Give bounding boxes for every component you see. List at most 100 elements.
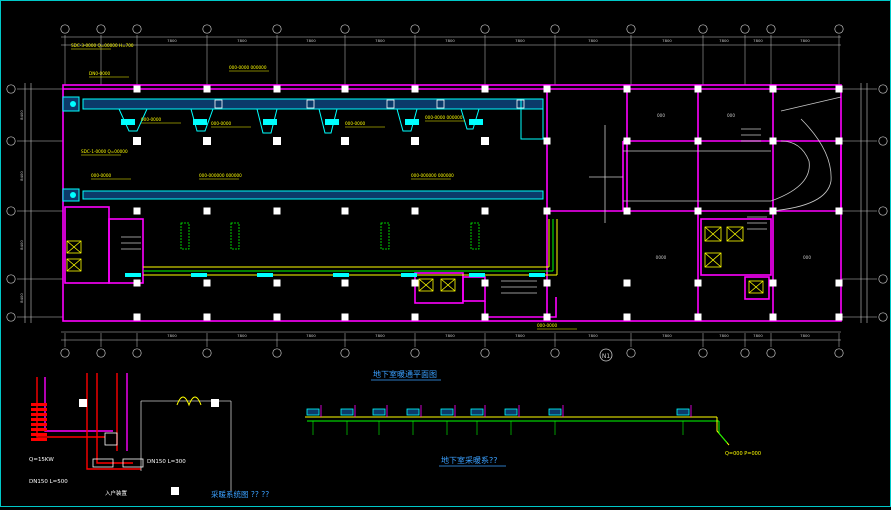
dimension-bottom: 7800: [237, 333, 247, 338]
north-mark-circle: [599, 348, 613, 362]
duct-damper: [516, 99, 525, 109]
air-diffuser: [121, 119, 135, 125]
column: [835, 137, 843, 145]
dimension-top: 7800: [515, 38, 525, 43]
left-system-title: 采暖系统图 ?? ??: [211, 489, 269, 499]
plan-annotation: SDC-3-0000 Q=00000 H=700: [71, 43, 134, 48]
column: [623, 137, 631, 145]
dimension-bottom: 7800: [515, 333, 525, 338]
column: [835, 85, 843, 93]
column: [133, 137, 141, 145]
dimension-bottom: 7800: [662, 333, 672, 338]
column: [203, 137, 211, 145]
pipe-risers: [125, 222, 545, 277]
column: [133, 313, 141, 321]
dimension-left: 8400: [19, 110, 24, 120]
plan-annotation: 000-0000 000000: [229, 65, 267, 70]
axis-bubble: [6, 84, 16, 94]
axis-bubble: [202, 348, 212, 358]
column: [411, 207, 419, 215]
left-pipe-bottom-note: DN150 L=500: [29, 479, 68, 485]
dimension-bottom: 7800: [753, 333, 763, 338]
radiator: [333, 273, 349, 277]
fan-symbol: [70, 101, 76, 107]
axis-bubble: [480, 348, 490, 358]
axis-bubble: [6, 206, 16, 216]
radiator: [125, 273, 141, 277]
dimension-bottom: 7800: [445, 333, 455, 338]
duct-damper: [386, 99, 395, 109]
left-inlet-note: 入户装置: [105, 489, 128, 497]
left-pipe-top-note: DN150 L=300: [147, 459, 186, 465]
dimension-top: 7800: [306, 38, 316, 43]
axis-bubble: [60, 348, 70, 358]
axis-bubble: [740, 348, 750, 358]
radiator: [470, 408, 484, 416]
axis-bubble: [272, 348, 282, 358]
axis-bubble: [698, 348, 708, 358]
radiator: [504, 408, 518, 416]
column: [273, 207, 281, 215]
stair-elevator-symbols: [66, 128, 767, 294]
column: [411, 279, 419, 287]
plan-annotation: 000-0000: [91, 173, 111, 178]
bottom-axis-bubbles: [60, 333, 844, 358]
dimension-top: 7800: [800, 38, 810, 43]
column: [769, 137, 777, 145]
axis-bubble: [96, 348, 106, 358]
system-tag: [31, 413, 47, 416]
duct-fittings: [70, 99, 525, 198]
column: [694, 313, 702, 321]
column: [273, 279, 281, 287]
air-diffuser: [469, 119, 483, 125]
north-mark-label: N1: [602, 353, 610, 360]
right-system-title: 地下室采暖系??: [441, 455, 498, 465]
dimension-top: 7800: [719, 38, 729, 43]
radiator: [406, 408, 420, 416]
column: [694, 137, 702, 145]
radiator: [191, 273, 207, 277]
column: [133, 85, 141, 93]
axis-bubble: [6, 312, 16, 322]
column: [694, 279, 702, 287]
column: [133, 279, 141, 287]
heating-system-diagram-right: [305, 416, 730, 446]
duct-damper: [214, 99, 223, 109]
riser-label-block: [470, 222, 480, 250]
axis-bubble: [698, 24, 708, 34]
column: [623, 279, 631, 287]
column: [769, 85, 777, 93]
dimension-bottom: 7800: [719, 333, 729, 338]
column: [694, 85, 702, 93]
air-diffuser: [193, 119, 207, 125]
top-axis-bubbles: [60, 24, 844, 85]
system-tag: [31, 433, 47, 436]
axis-bubble: [550, 348, 560, 358]
column: [481, 279, 489, 287]
radiator: [340, 408, 354, 416]
column: [543, 279, 551, 287]
column: [623, 313, 631, 321]
left-axis-bubbles: [6, 84, 63, 322]
column: [411, 85, 419, 93]
radiator: [306, 408, 320, 416]
axis-bubble: [740, 24, 750, 34]
dimension-top: 7800: [237, 38, 247, 43]
column: [769, 207, 777, 215]
column: [543, 137, 551, 145]
system-tag: [31, 418, 47, 421]
column: [341, 279, 349, 287]
vehicle-ramp: [589, 96, 842, 223]
ductwork: [62, 96, 544, 202]
column: [694, 207, 702, 215]
axis-bubble: [132, 24, 142, 34]
axis-bubble: [878, 84, 888, 94]
plan-annotations: SDC-3-0000 Q=00000 H=700DN0-0000000-0000…: [71, 43, 577, 330]
axis-bubble: [340, 24, 350, 34]
column: [341, 85, 349, 93]
duct-damper: [306, 99, 315, 109]
column: [203, 313, 211, 321]
axis-bubble: [202, 24, 212, 34]
air-diffuser: [405, 119, 419, 125]
